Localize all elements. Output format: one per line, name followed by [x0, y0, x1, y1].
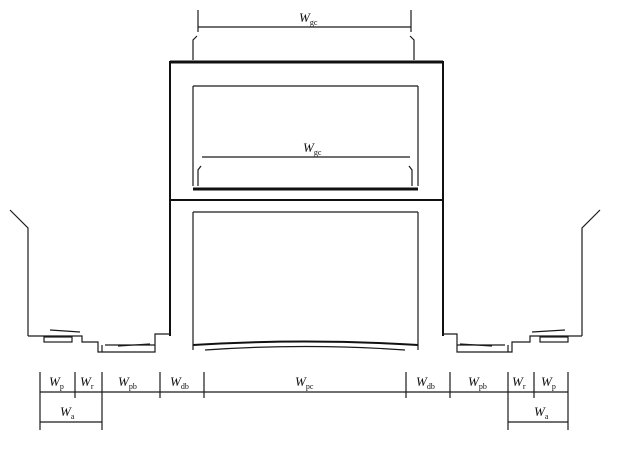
flow-arrow-sidewalk-right: [459, 343, 493, 347]
carriageway-base: [204, 345, 406, 351]
label-wr-right: Wr: [512, 374, 526, 391]
left-drain: [43, 336, 73, 343]
label-wdb-left: Wdb: [170, 374, 189, 391]
mid-railing-left: [197, 165, 202, 186]
mid-railing-right: [408, 165, 413, 186]
left-ground-line: [28, 333, 170, 353]
right-ground-line: [443, 333, 582, 353]
label-wa-left: Wa: [60, 404, 75, 421]
dimension-lines: [39, 10, 569, 430]
flow-arrow-left: [49, 329, 81, 333]
label-mid-width: Wgc: [303, 140, 322, 157]
carriageway: [192, 340, 419, 346]
label-top-width: Wgc: [299, 10, 318, 27]
flow-arrow-sidewalk-left: [117, 343, 151, 347]
label-wpb-right: Wpb: [468, 374, 487, 391]
right-drain: [539, 336, 569, 343]
top-railing-right: [409, 35, 415, 60]
frame-structure: [169, 35, 444, 336]
right-slope: [581, 209, 601, 336]
label-wpc: Wpc: [295, 374, 314, 391]
label-wdb-right: Wdb: [416, 374, 435, 391]
top-railing-left: [192, 35, 198, 60]
label-wp-right: Wp: [541, 374, 556, 391]
label-wr-left: Wr: [80, 374, 94, 391]
label-wp-left: Wp: [49, 374, 64, 391]
flow-arrow-right: [531, 329, 566, 333]
label-wa-right: Wa: [534, 404, 549, 421]
left-slope: [9, 209, 29, 336]
dimension-labels: Wgc Wgc Wp Wr Wpb Wdb Wpc Wdb Wpb Wr Wp …: [49, 10, 556, 421]
label-wpb-left: Wpb: [118, 374, 137, 391]
ground-profile: [9, 209, 601, 353]
